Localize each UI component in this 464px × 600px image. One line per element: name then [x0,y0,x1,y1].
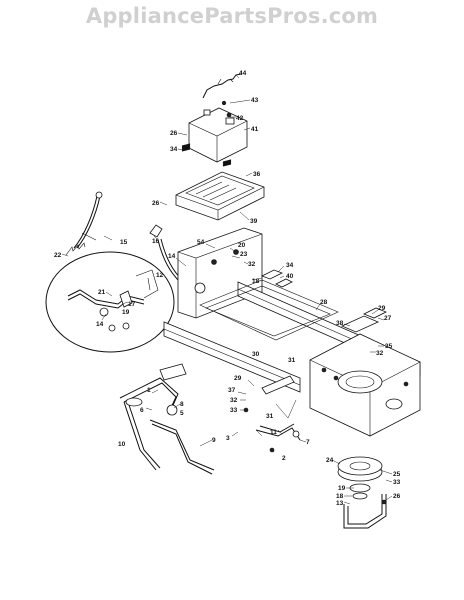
callout-2: 2 [282,455,286,462]
callout-14-detail: 14 [96,321,104,328]
callout-13: 13 [336,500,344,507]
battery-tray [175,171,265,221]
callout-7: 7 [306,439,310,446]
callout-30: 30 [252,351,260,358]
throttle-cable [65,191,103,256]
callout-43: 43 [251,97,259,104]
callout-18-pulley: 18 [336,493,344,500]
callout-25: 25 [393,471,401,478]
callout-42: 42 [236,115,244,122]
callout-26: 26 [170,130,178,137]
callout-31-brake: 31 [266,413,274,420]
brake-linkage [243,375,301,453]
callout-labels: 44 43 42 41 26 34 36 26 39 16 15 22 54 2… [54,70,401,507]
callout-54: 54 [197,239,205,246]
callout-33: 33 [230,407,238,414]
callout-10: 10 [118,441,126,448]
callout-20: 20 [238,242,246,249]
callout-28: 28 [320,299,328,306]
callout-22: 22 [54,252,62,259]
callout-32: 32 [248,261,256,268]
leader-lines [61,74,393,505]
callout-11: 11 [270,429,277,436]
callout-31: 31 [288,357,296,364]
callout-16: 16 [152,238,160,245]
callout-23: 23 [240,251,248,258]
callout-41: 41 [251,126,259,133]
idler-pulley-assembly [337,456,387,529]
callout-33-pulley: 33 [393,479,401,486]
pedal-assembly [119,363,215,475]
callout-26-tray: 26 [152,200,160,207]
callout-12: 12 [156,272,164,279]
callout-36: 36 [253,171,261,178]
callout-15: 15 [120,239,128,246]
callout-27: 27 [384,315,392,322]
callout-3: 3 [226,435,230,442]
callout-21: 21 [98,289,106,296]
callout-29-brake: 29 [234,375,242,382]
callout-40: 40 [286,273,294,280]
callout-37: 37 [228,387,236,394]
callout-19: 19 [122,309,130,316]
callout-18: 18 [252,278,260,285]
callout-14: 14 [168,253,176,260]
wire-harness [202,73,242,99]
callout-39: 39 [250,218,258,225]
callout-26-pulley: 26 [393,493,401,500]
callout-29: 29 [378,305,386,312]
main-frame [163,227,421,437]
callout-32-brake: 32 [230,397,238,404]
callout-24: 24 [326,457,334,464]
callout-1: 1 [147,387,151,394]
battery-springs [181,143,232,167]
callout-9: 9 [212,437,216,444]
callout-32-front: 32 [376,350,384,357]
callout-34: 34 [170,146,178,153]
watermark-logo: AppliancePartsPros.com [85,4,379,28]
callout-35: 35 [385,343,393,350]
battery [188,100,248,163]
callout-34-frame: 34 [286,262,294,269]
callout-8: 8 [180,401,184,408]
callout-6: 6 [140,407,144,414]
callout-19-pulley: 19 [338,485,346,492]
callout-38: 38 [336,320,344,327]
callout-17: 17 [128,301,136,308]
detail-inset [45,251,175,353]
callout-44: 44 [239,70,247,77]
callout-5: 5 [180,410,184,417]
